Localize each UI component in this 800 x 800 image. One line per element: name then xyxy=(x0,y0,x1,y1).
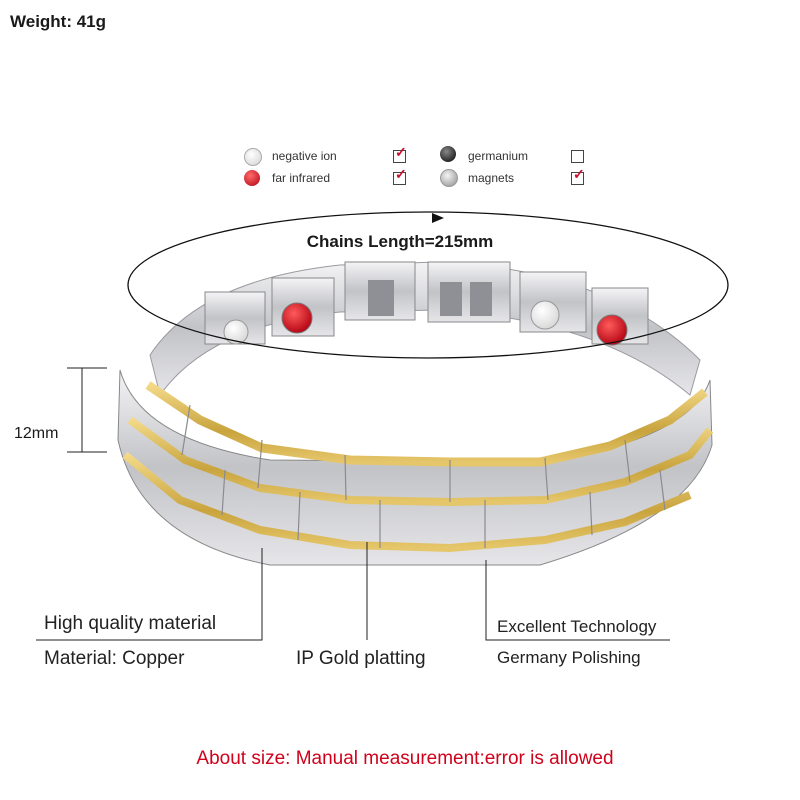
chain-length-ellipse xyxy=(127,211,729,359)
magnets-checkbox: ✓ xyxy=(571,167,585,185)
germanium-dot-icon xyxy=(440,146,456,162)
check-icon: ✓ xyxy=(573,166,585,182)
legend-germanium: germanium xyxy=(468,149,529,163)
check-icon: ✓ xyxy=(395,144,407,160)
far-infrared-checkbox: ✓ xyxy=(393,167,407,185)
chain-length-label: Chains Length=215mm xyxy=(306,232,494,251)
width-dimension-marker xyxy=(67,367,107,453)
germanium-checkbox xyxy=(571,150,584,163)
callout-germany-polishing: Germany Polishing xyxy=(497,648,641,667)
bracelet-back-links xyxy=(149,261,701,397)
callout-lines xyxy=(36,542,670,641)
negative-ion-dot-icon xyxy=(244,148,262,166)
weight-label: Weight: 41g xyxy=(10,12,107,31)
callout-excellent-technology: Excellent Technology xyxy=(497,617,657,636)
negative-ion-checkbox: ✓ xyxy=(393,145,407,163)
callout-high-quality-material: High quality material xyxy=(44,613,217,634)
callout-ip-gold-plating: IP Gold platting xyxy=(296,648,426,669)
legend-negative-ion: negative ion xyxy=(272,149,337,163)
far-infrared-dot-icon xyxy=(244,170,260,186)
legend-far-infrared: far infrared xyxy=(272,171,331,185)
size-note: About size: Manual measurement:error is … xyxy=(196,748,614,769)
check-icon: ✓ xyxy=(395,166,407,182)
magnets-dot-icon xyxy=(440,169,458,187)
bracelet-front-band xyxy=(117,369,714,566)
legend-magnets: magnets xyxy=(468,171,515,185)
width-label: 12mm xyxy=(14,425,59,442)
callout-material-copper: Material: Copper xyxy=(44,648,185,669)
